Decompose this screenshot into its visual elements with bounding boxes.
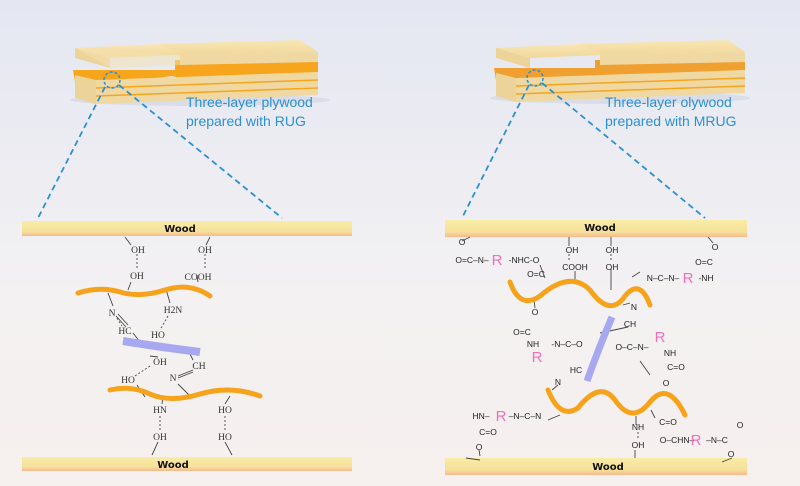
resin-chain — [545, 387, 688, 418]
magnify-circle — [103, 71, 121, 89]
r-group: R — [532, 349, 543, 366]
chem-label: N–C–N– — [647, 273, 680, 283]
chem-label: N — [170, 374, 177, 384]
chem-label: CH — [192, 362, 205, 372]
wood-layer-top — [22, 221, 352, 236]
chem-label: O–CHN– — [660, 435, 695, 445]
r-group: R — [655, 329, 666, 346]
wood-layer-bottom — [445, 458, 747, 475]
resin-chain — [75, 284, 213, 299]
chem-label: C=O — [659, 417, 677, 427]
chem-label: COOH — [562, 262, 588, 272]
magnify-circle — [526, 69, 544, 87]
chem-label: HO — [218, 433, 232, 443]
plywood-mrug-illustration — [461, 40, 750, 219]
zoom-line — [461, 84, 530, 219]
caption-mrug-line2: prepared with MRUG — [605, 113, 737, 129]
chem-label: C=O — [667, 362, 685, 372]
chem-label: -N–C–O — [551, 339, 583, 349]
zoom-line — [118, 84, 283, 219]
chem-label: O — [712, 242, 719, 252]
chem-label: OH — [131, 246, 145, 256]
chem-label: O=C — [527, 269, 545, 279]
chem-label: OH — [153, 433, 167, 443]
chem-label: OH — [606, 245, 619, 255]
chem-label: HN — [153, 406, 167, 416]
chem-label: –N–C — [706, 435, 728, 445]
chem-label: N — [555, 377, 561, 387]
r-group: R — [683, 270, 694, 287]
zoom-line — [37, 86, 106, 219]
wood-label: Wood — [584, 223, 616, 234]
wood-layer-top — [445, 220, 747, 237]
chem-label: NH — [527, 339, 539, 349]
chem-label: O — [459, 237, 466, 247]
caption-rug-line1: Three-layer plywood — [186, 94, 313, 110]
chem-label: NH — [632, 422, 644, 432]
chem-label: COOH — [185, 273, 212, 283]
chem-label: N — [631, 302, 637, 312]
chem-label: -NHC-O — [509, 255, 540, 265]
chem-label: OH — [198, 246, 212, 256]
chem-label: O — [663, 378, 670, 388]
chem-label: C=O — [479, 427, 497, 437]
chem-label: NH — [664, 348, 676, 358]
wood-label: Wood — [164, 224, 196, 235]
crosslinker-chain — [122, 337, 201, 356]
chem-label: OH — [606, 262, 619, 272]
chem-label: N — [109, 309, 116, 319]
caption-rug-line2: prepared with RUG — [186, 113, 306, 129]
chem-label: O–C–N– — [615, 342, 648, 352]
chem-label: O — [476, 442, 483, 452]
chem-label: O=C — [695, 257, 713, 267]
plywood-rug-illustration — [37, 40, 330, 219]
chem-label: HO — [218, 406, 232, 416]
mrug-bonding-structure: O O=C–N– R -NHC-O O=C OH COOH OH OH N–C–… — [455, 236, 744, 463]
chem-label: OH — [153, 358, 167, 368]
chem-label: CH — [624, 319, 636, 329]
chem-label: HO — [121, 376, 135, 386]
chem-label: HC — [118, 327, 131, 337]
chem-label: OH — [632, 440, 645, 450]
chem-label: O — [532, 307, 539, 317]
wood-label: Wood — [157, 460, 189, 471]
r-group: R — [496, 408, 507, 425]
rug-bonding-structure: OH OH OH COOH N H2N HC HO OH CH HO N HN … — [75, 236, 263, 456]
resin-chain — [107, 385, 263, 401]
chem-label: HN– — [472, 411, 489, 421]
crosslinker-chain — [583, 315, 616, 383]
chem-label: O=C–N– — [455, 255, 489, 265]
caption-mrug-line1: Three-layer olywood — [605, 94, 732, 110]
resin-chain — [507, 278, 653, 308]
chem-label: O — [728, 449, 735, 459]
r-group: R — [492, 252, 503, 269]
chem-label: –N–C–N — [509, 411, 542, 421]
chem-label: -NH — [698, 273, 713, 283]
wood-label: Wood — [592, 462, 624, 473]
chem-label: OH — [566, 245, 579, 255]
zoom-line — [541, 82, 706, 219]
chem-label: HC — [570, 365, 582, 375]
wood-layer-bottom — [22, 457, 352, 471]
r-group: R — [691, 432, 702, 449]
chem-label: H2N — [164, 306, 183, 316]
chem-label: O=C — [513, 327, 531, 337]
chem-label: O — [737, 420, 744, 430]
chem-label: HO — [151, 331, 165, 341]
chem-label: OH — [130, 272, 144, 282]
